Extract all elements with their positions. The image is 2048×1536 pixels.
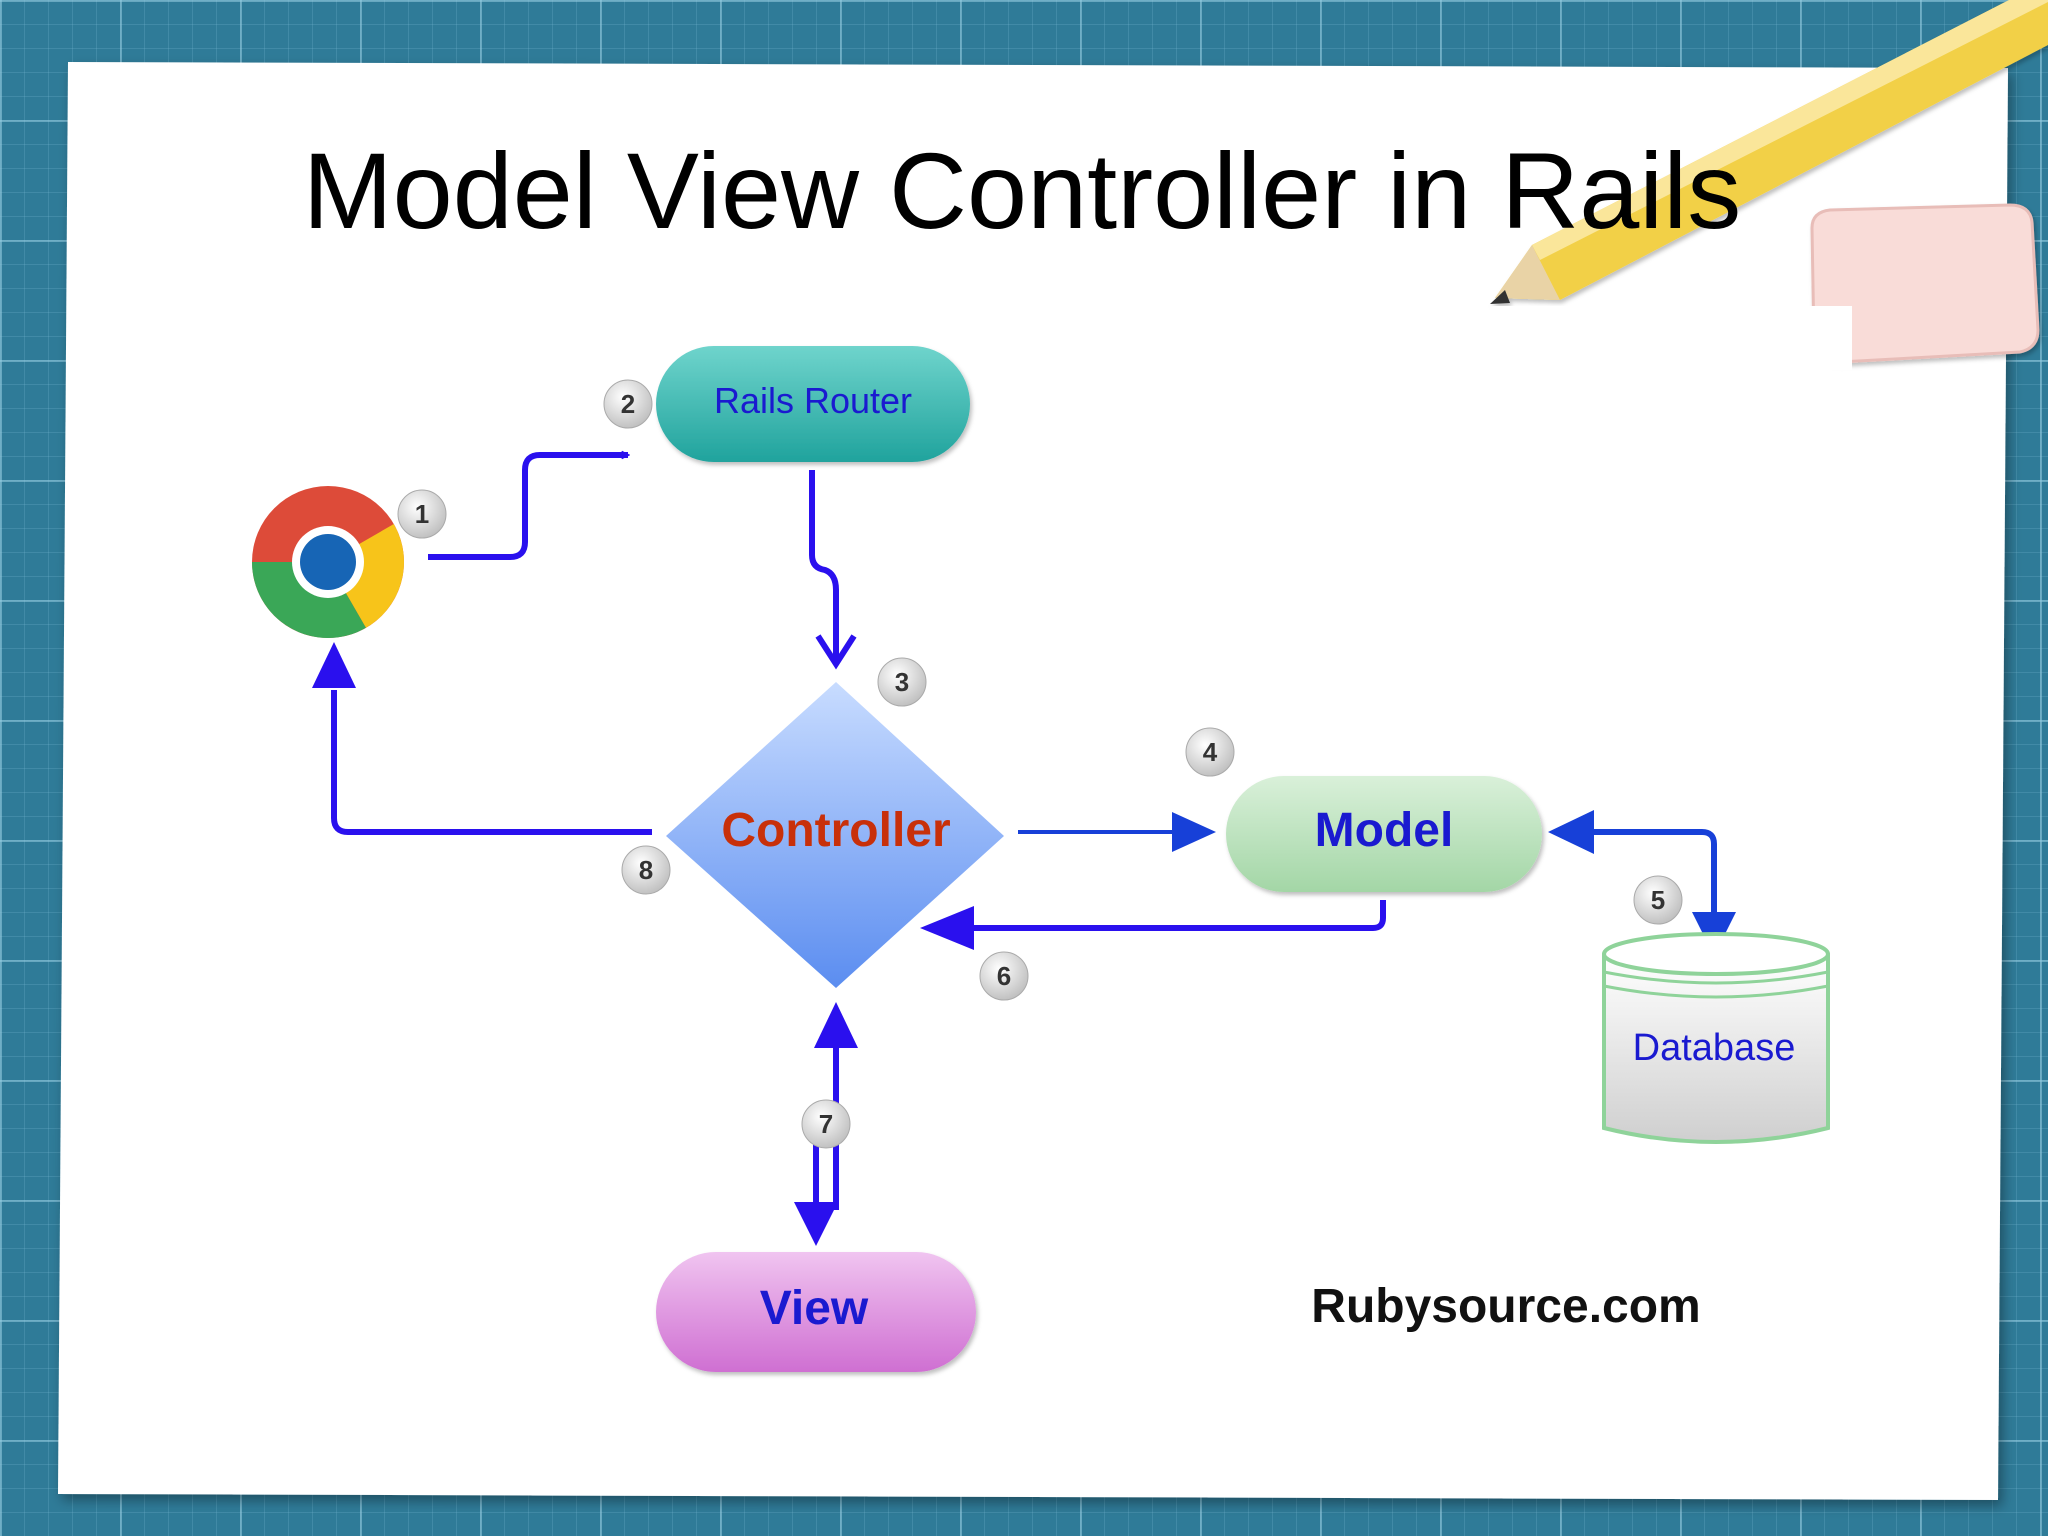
arrow-controller-to-model-head	[1172, 812, 1216, 852]
arrow-model-database-head-left	[1548, 810, 1594, 854]
view-label: View	[760, 1282, 869, 1335]
step-badge-3: 3	[877, 657, 927, 707]
model-label: Model	[1315, 804, 1454, 857]
arrow-view-head-down	[794, 1202, 838, 1246]
database-node	[1602, 932, 1830, 1144]
step-number: 8	[639, 855, 653, 885]
arrow-browser-to-router	[428, 455, 628, 560]
arrow-router-to-controller	[809, 470, 839, 660]
arrow-controller-to-browser	[331, 690, 652, 835]
step-number: 1	[415, 499, 429, 529]
step-badge-5: 5	[1633, 875, 1683, 925]
view-node	[656, 1252, 976, 1372]
paper-sheet	[58, 62, 2008, 1500]
step-badge-8: 8	[621, 845, 671, 895]
pencil-icon	[1490, 0, 2048, 304]
paper-patch	[1490, 306, 1852, 370]
chrome-browser-icon	[252, 486, 404, 638]
arrow-controller-to-browser-head	[312, 642, 356, 688]
step-number: 7	[819, 1109, 833, 1139]
step-badge-4: 4	[1185, 727, 1235, 777]
credit-text: Rubysource.com	[1311, 1280, 1700, 1333]
step-badge-1: 1	[397, 489, 447, 539]
arrow-router-to-controller-head	[815, 634, 857, 670]
router-node	[656, 346, 970, 462]
router-label: Rails Router	[714, 380, 912, 421]
model-node	[1226, 776, 1542, 892]
step-number: 2	[621, 389, 635, 419]
step-badge-7: 7	[801, 1099, 851, 1149]
step-number: 3	[895, 667, 909, 697]
step-badge-6: 6	[979, 951, 1029, 1001]
controller-node	[666, 682, 1004, 988]
controller-label: Controller	[721, 804, 950, 857]
arrow-model-database	[1590, 829, 1717, 918]
arrow-model-to-controller-head	[920, 906, 974, 950]
step-number: 4	[1203, 737, 1218, 767]
database-label: Database	[1633, 1027, 1796, 1069]
arrow-controller-view-head-up	[814, 1002, 858, 1048]
arrow-model-to-controller	[968, 900, 1386, 931]
step-number: 6	[997, 961, 1011, 991]
step-number: 5	[1651, 885, 1665, 915]
step-badge-2: 2	[603, 379, 653, 429]
slide-title: Model View Controller in Rails	[303, 130, 1742, 251]
